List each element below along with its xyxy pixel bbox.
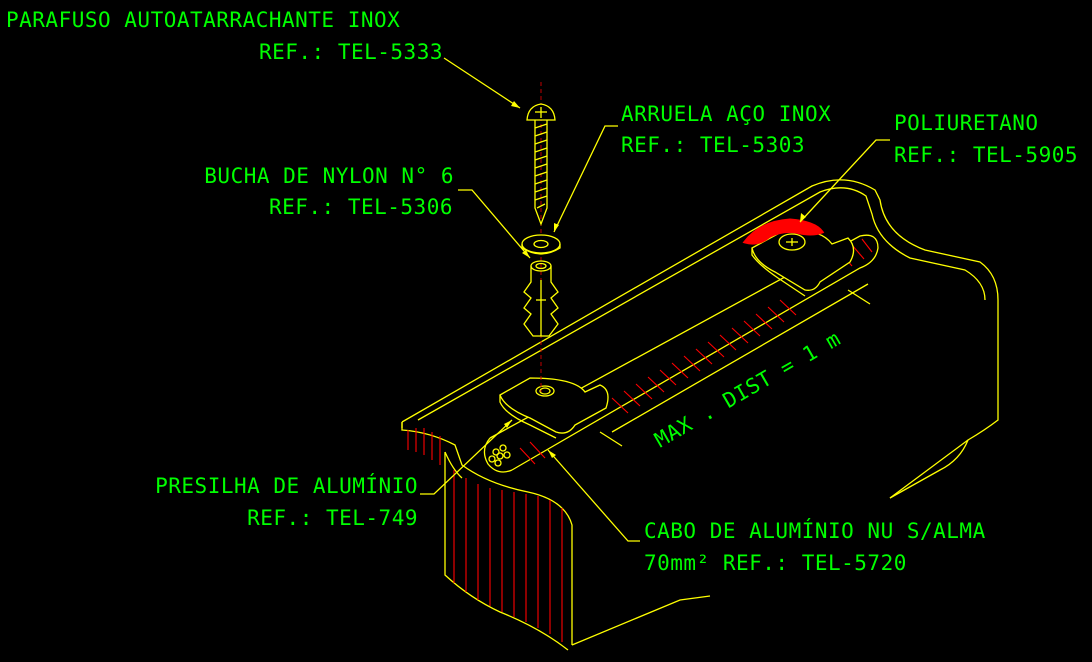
anchor-ref: REF.: TEL-5306	[269, 195, 453, 219]
clip-label: PRESILHA DE ALUMÍNIO	[155, 473, 418, 498]
leader-lines	[420, 57, 890, 542]
washer	[521, 234, 561, 255]
aluminium-clip-rear	[751, 229, 855, 297]
washer-label: ARRUELA AÇO INOX	[621, 102, 831, 126]
screw-ref: REF.: TEL-5333	[259, 40, 443, 64]
polyurethane-sealant	[742, 218, 825, 245]
screw-label: PARAFUSO AUTOATARRACHANTE INOX	[6, 8, 400, 32]
nylon-anchor	[523, 260, 559, 337]
cable-label: CABO DE ALUMÍNIO NU S/ALMA	[644, 518, 986, 543]
aluminium-cable	[483, 234, 879, 473]
screw	[526, 103, 556, 226]
sealant-label: POLIURETANO	[894, 111, 1039, 135]
dimension-label: MAX . DIST = 1 m	[651, 326, 845, 452]
anchor-label: BUCHA DE NYLON N° 6	[204, 164, 454, 188]
parapet-wall	[401, 179, 999, 651]
clip-ref: REF.: TEL-749	[247, 506, 418, 530]
aluminium-clip-front	[499, 377, 609, 439]
sealant-ref: REF.: TEL-5905	[894, 143, 1078, 167]
dimension-line	[599, 283, 871, 447]
wall-section-hatch	[407, 428, 563, 642]
cable-ref: 70mm² REF.: TEL-5720	[644, 551, 907, 575]
washer-ref: REF.: TEL-5303	[621, 133, 805, 157]
installed-screw-head	[778, 233, 806, 251]
